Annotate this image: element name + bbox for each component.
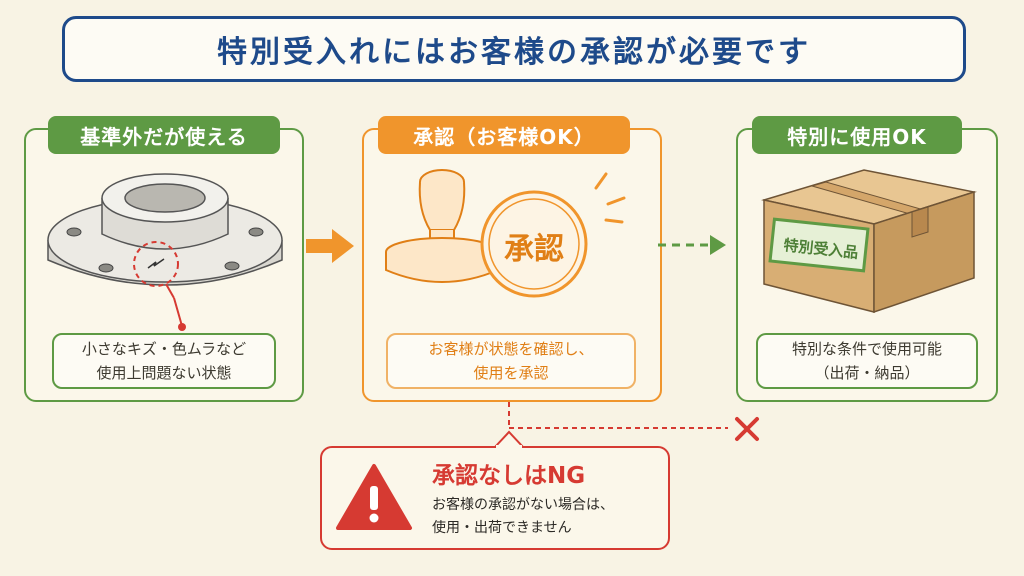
desc-line: 使用を承認 [473, 364, 549, 382]
desc-line: （出荷・納品） [814, 364, 920, 382]
rejection-connector [508, 402, 728, 429]
page-title: 特別受入れにはお客様の承認が必要です [217, 35, 811, 70]
step-desc-approval: お客様が状態を確認し、 使用を承認 [386, 333, 636, 389]
flange-part-icon [47, 173, 283, 299]
approval-stamp-icon [385, 169, 626, 298]
cross-mark-icon [735, 417, 759, 441]
desc-line: 特別な条件で使用可能 [791, 340, 942, 358]
stamp-seal-text: 承認 [504, 232, 564, 267]
warning-triangle-icon [336, 464, 412, 530]
warning-pointer [494, 430, 524, 448]
dashed-arrow-right-icon [658, 235, 726, 255]
cardboard-box-icon [761, 169, 977, 314]
step-tab-special-use: 特別に使用OK [752, 116, 962, 154]
warning-desc: お客様の承認がない場合は、 使用・出荷できません [432, 494, 664, 540]
desc-line: 小さなキズ・色ムラなど [81, 340, 247, 358]
defect-pointer [173, 298, 186, 331]
title-banner: 特別受入れにはお客様の承認が必要です [62, 16, 966, 82]
desc-line: お客様が状態を確認し、 [428, 340, 594, 358]
step-desc-acceptable: 小さなキズ・色ムラなど 使用上問題ない状態 [52, 333, 276, 389]
step-tab-approval: 承認（お客様OK） [378, 116, 630, 154]
warning-title: 承認なしはNG [432, 463, 586, 489]
desc-line: 使用・出荷できません [432, 520, 572, 536]
arrow-right-icon [306, 229, 354, 263]
step-tab-acceptable: 基準外だが使える [48, 116, 280, 154]
desc-line: 使用上問題ない状態 [96, 364, 232, 382]
desc-line: お客様の承認がない場合は、 [432, 497, 614, 513]
step-desc-special-use: 特別な条件で使用可能 （出荷・納品） [756, 333, 978, 389]
